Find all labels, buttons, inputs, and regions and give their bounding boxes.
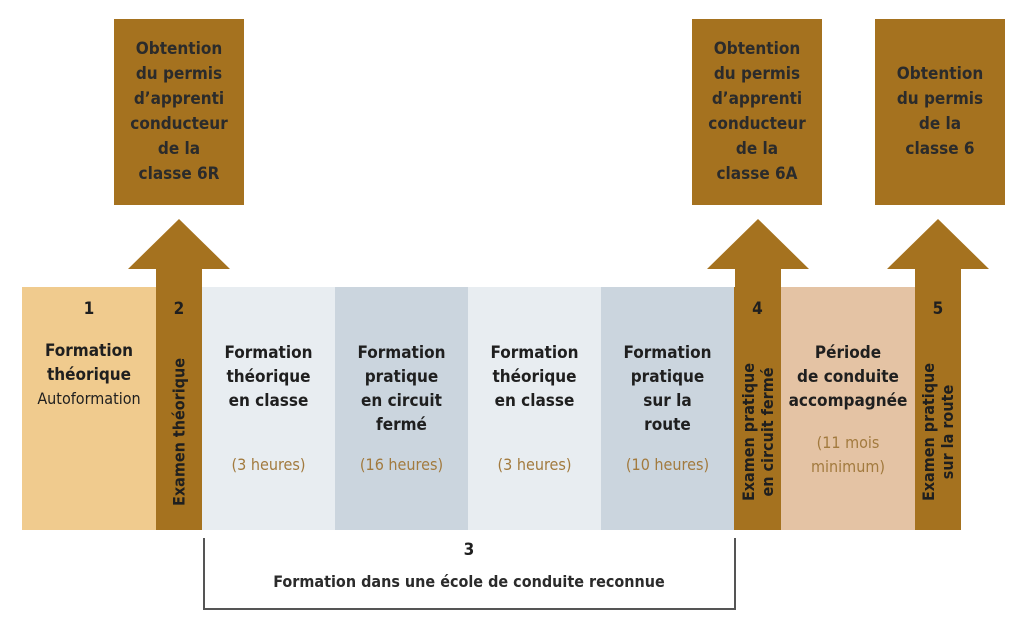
exam-label: Examen pratique sur la route [919, 362, 957, 502]
segment-title: Formation pratique en circuit fermé [357, 343, 446, 435]
school-bracket [203, 538, 736, 610]
outcome-box-6: Obtention du permis de la classe 6 [875, 19, 1005, 205]
arrow-up-icon [707, 219, 809, 287]
outcome-box-6a: Obtention du permis d’apprenti conducteu… [692, 19, 822, 205]
step-number: 5 [932, 299, 944, 319]
step-4-closed-circuit-exam: 4 Examen pratique en circuit fermé [734, 287, 781, 530]
arrow-up-icon [128, 219, 230, 287]
step-1-self-study: 1 Formation théorique Autoformation [22, 287, 156, 530]
segment-title: Formation théorique en classe [490, 343, 579, 411]
step-5-road-exam: 5 Examen pratique sur la route [915, 287, 961, 530]
outcome-6-text: Obtention du permis de la classe 6 [896, 64, 984, 159]
arrow-up-icon [887, 219, 989, 287]
segment-title: Formation théorique en classe [224, 343, 313, 411]
step-title: Formation théorique [44, 341, 134, 385]
step-2-theory-exam: 2 Examen théorique [156, 287, 202, 530]
segment-duration: (3 heures) [497, 455, 572, 474]
segment-duration: (10 heures) [625, 455, 710, 474]
exam-label: Examen pratique en circuit fermé [738, 362, 777, 502]
school-segment-3: Formation théorique en classe (3 heures) [468, 287, 601, 530]
step-number: 4 [752, 299, 763, 319]
step-number: 1 [83, 299, 95, 319]
outcome-6a-text: Obtention du permis d’apprenti conducteu… [708, 39, 806, 184]
school-segment-1: Formation théorique en classe (3 heures) [202, 287, 335, 530]
step-3-label: Formation dans une école de conduite rec… [273, 572, 665, 591]
segment-duration: (3 heures) [231, 455, 306, 474]
period-title: Période de conduite accompagnée [788, 343, 908, 411]
period-duration: (11 mois minimum) [811, 433, 885, 476]
segment-title: Formation pratique sur la route [623, 343, 712, 435]
outcome-box-6r: Obtention du permis d’apprenti conducteu… [114, 19, 244, 205]
step-3-number: 3 [463, 540, 475, 560]
segment-duration: (16 heures) [359, 455, 444, 474]
step-number: 2 [173, 299, 185, 319]
school-segment-2: Formation pratique en circuit fermé (16 … [335, 287, 468, 530]
exam-label: Examen théorique [169, 358, 189, 506]
step-subtitle: Autoformation [37, 389, 141, 408]
supervised-driving-period: Période de conduite accompagnée (11 mois… [781, 287, 915, 530]
school-segment-4: Formation pratique sur la route (10 heur… [601, 287, 734, 530]
outcome-6r-text: Obtention du permis d’apprenti conducteu… [130, 39, 228, 184]
